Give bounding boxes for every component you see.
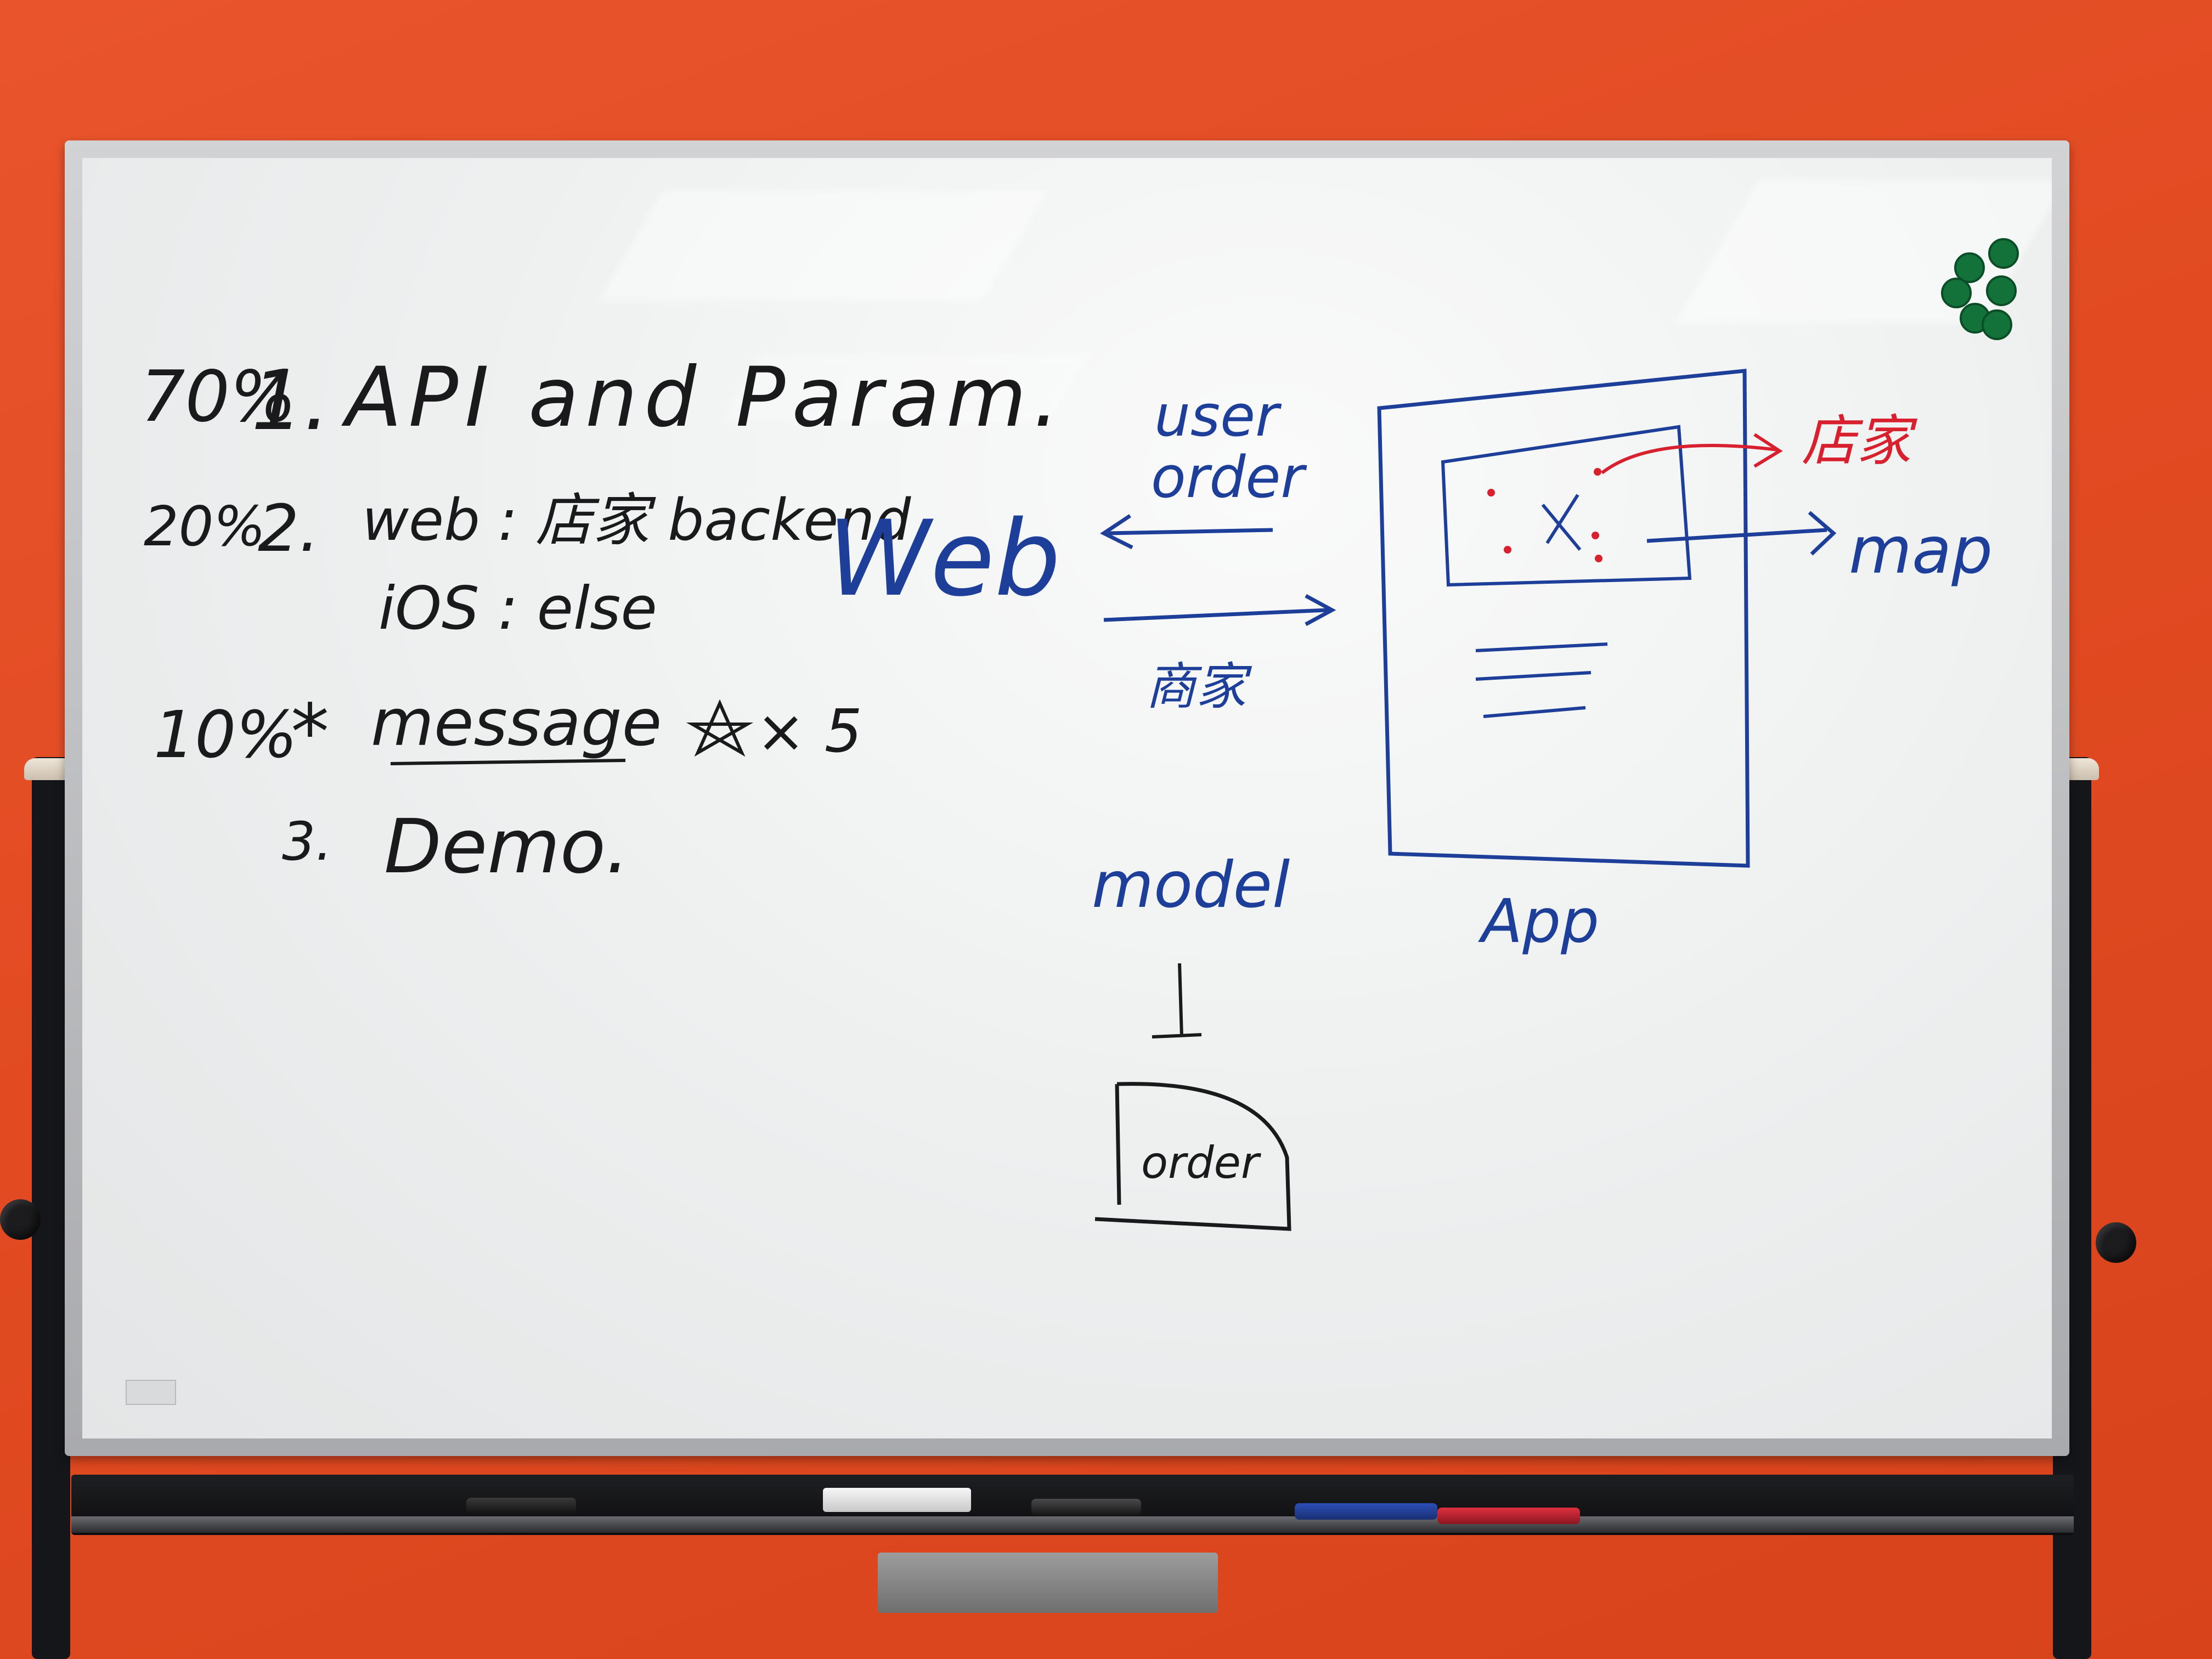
marker-red[interactable]: [1437, 1508, 1580, 1524]
agenda-item1-percent: 70%: [140, 356, 297, 438]
marker-tray-lip: [71, 1516, 2074, 1533]
marker-black-1[interactable]: [466, 1498, 576, 1514]
diagram-arrow-bottom-label: 商家: [1146, 657, 1247, 716]
diagram-map-label: map: [1849, 512, 1993, 588]
light-glare-1: [599, 191, 1047, 301]
agenda-item2-web-line: web : 店家 backend: [362, 487, 911, 554]
knob-right[interactable]: [2096, 1222, 2136, 1263]
agenda-star-percent: 10%: [154, 697, 298, 772]
diagram-app-label: App: [1481, 886, 1599, 956]
eraser[interactable]: [823, 1488, 971, 1512]
diagram-arrow-top-label-2: order: [1151, 444, 1305, 511]
diagram-store-label: 店家: [1802, 409, 1911, 473]
agenda-star-suffix: × 5: [756, 697, 862, 766]
agenda-star-text: message: [371, 685, 662, 760]
diagram-arrow-top-label-1: user: [1154, 382, 1279, 449]
diagram-web-label: Web: [827, 498, 1061, 619]
agenda-item2-number: 2.: [258, 490, 320, 566]
agenda-item1-text: API and Param.: [346, 350, 1066, 445]
stand-base-block: [878, 1553, 1218, 1613]
agenda-item1-number: 1.: [251, 353, 330, 449]
agenda-item3-text: Demo.: [384, 804, 630, 890]
marker-blue[interactable]: [1295, 1503, 1437, 1520]
diagram-model-label: model: [1092, 848, 1290, 922]
agenda-item2-ios-line: iOS : else: [379, 574, 657, 643]
agenda-star-marker: *: [291, 688, 329, 777]
stand-post-left: [32, 757, 70, 1659]
marker-black-2[interactable]: [1031, 1499, 1141, 1515]
diagram-db-label: order: [1141, 1137, 1259, 1188]
agenda-item3-number: 3.: [282, 811, 332, 872]
light-glare-2: [1675, 180, 2052, 323]
knob-left[interactable]: [0, 1199, 41, 1240]
agenda-item2-percent: 20%: [144, 494, 266, 558]
